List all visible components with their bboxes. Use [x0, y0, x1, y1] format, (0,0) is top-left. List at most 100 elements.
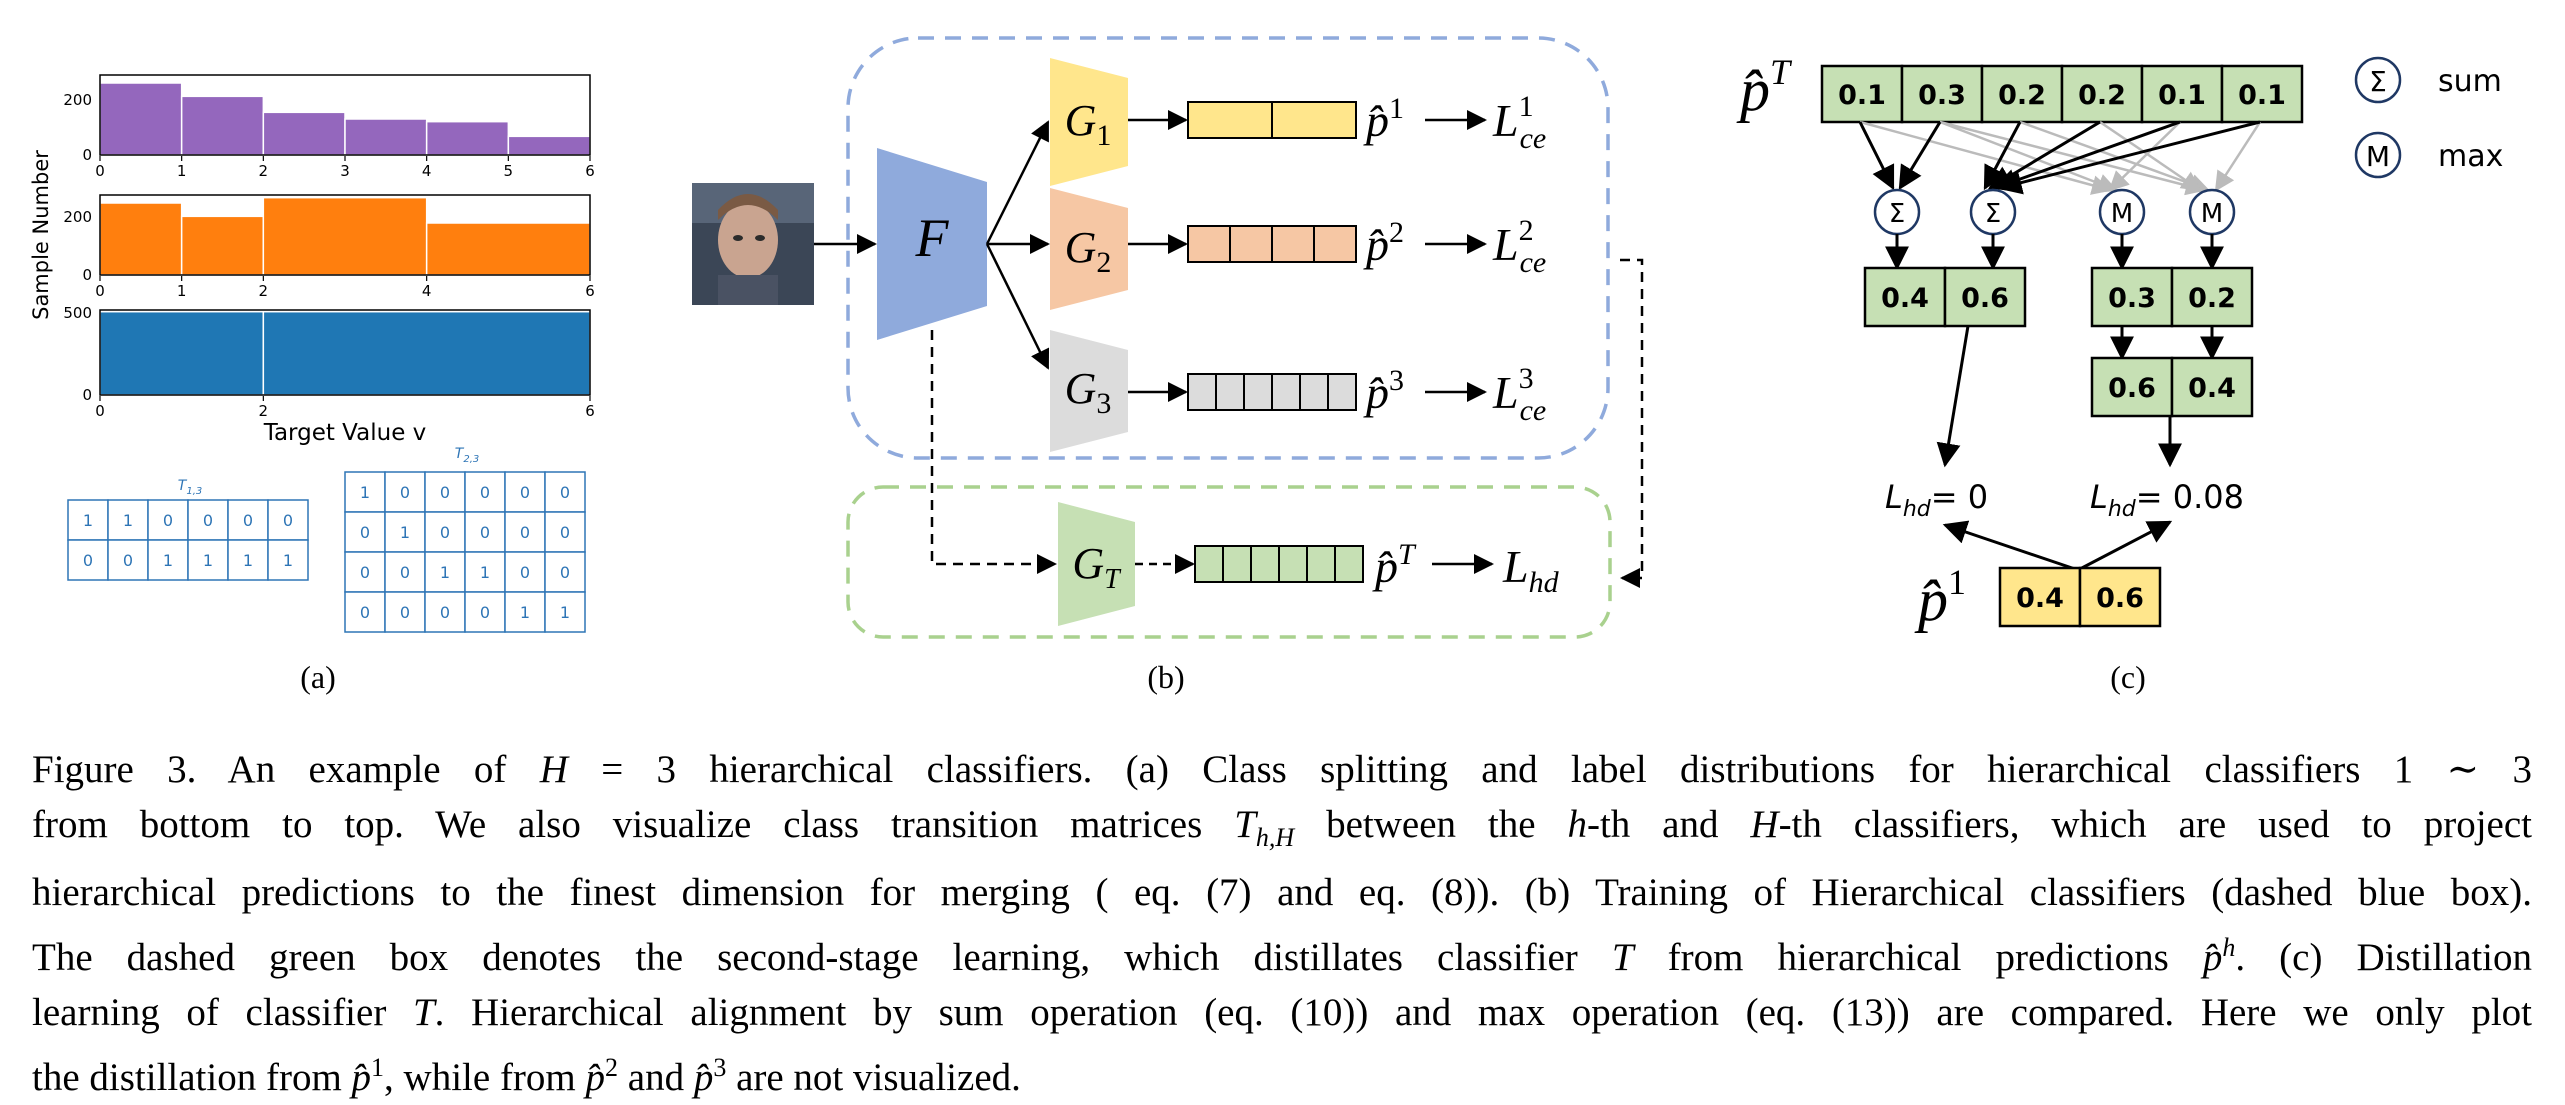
axes-frame-bot: [99, 309, 591, 396]
xtick-label: 6: [585, 282, 595, 300]
axes-frame-top: [99, 74, 591, 156]
figure-caption: Figure 3. An example of H = 3 hierarchic…: [32, 742, 2532, 1105]
matrix-cell: [424, 591, 466, 633]
matrix-value: 0: [560, 483, 570, 502]
matrix-value: 0: [83, 551, 93, 570]
matrix-value: 0: [283, 511, 293, 530]
matrix-value: 0: [480, 523, 490, 542]
sum-node-2-symbol: Σ: [1985, 199, 2001, 229]
pT-cell: [1900, 64, 1984, 124]
p1-value: 0.6: [2096, 583, 2144, 614]
matrix-value: 1: [440, 563, 450, 582]
pT-value: 0.2: [1998, 80, 2046, 111]
backbone-label: F: [915, 208, 950, 268]
pT-label: p̂T: [1736, 52, 1793, 123]
label-a: (a): [300, 659, 336, 695]
caption-l5a: learning of classifier: [32, 990, 413, 1034]
caption-l6d: are not visualized.: [726, 1055, 1021, 1099]
caption-l4c: . (c) Distillation: [2235, 935, 2533, 979]
xtick-label: 6: [585, 162, 595, 180]
max-legend-icon: [2354, 131, 2402, 179]
histogram-bar: [262, 196, 428, 276]
matrix-cell: [187, 539, 229, 581]
pred-p3: p̂3: [1363, 364, 1404, 418]
matrix-cell: [384, 471, 426, 513]
caption-l1b: hierarchical classifiers. (a) Class spli…: [676, 748, 2532, 791]
matrix-value: 0: [440, 523, 450, 542]
histogram-bar: [262, 310, 591, 396]
loss-sum-value: = 0: [1931, 478, 1988, 516]
histogram-level-2: [99, 196, 591, 276]
caption-l2a: from bottom to top. We also visualize cl…: [32, 803, 1235, 846]
caption-line-4: The dashed green box denotes the second-…: [32, 932, 2533, 979]
xtick-label: 5: [504, 162, 514, 180]
pred-p2: p̂2: [1363, 216, 1404, 270]
pT-value: 0.3: [1918, 80, 1966, 111]
xtick-label: 6: [585, 402, 595, 420]
matrix-cell: [464, 551, 506, 593]
caption-l6a: the distillation from: [32, 1055, 352, 1099]
ylabel: Sample Number: [29, 150, 53, 320]
caption-l6b: , while from: [384, 1055, 586, 1099]
histogram-bar: [99, 310, 265, 396]
matrix-cell: [424, 551, 466, 593]
backbone-f: [877, 148, 987, 340]
max-normalized-value: 0.4: [2188, 373, 2236, 404]
xtick-label: 4: [422, 162, 432, 180]
pT-cell: [2060, 64, 2144, 124]
matrix-value: 0: [163, 511, 173, 530]
matrix-value: 1: [283, 551, 293, 570]
histogram-bar: [262, 111, 346, 156]
xtick-label: 2: [259, 282, 269, 300]
matrix-value: 1: [520, 603, 530, 622]
max-legend-text: max: [2438, 139, 2503, 174]
head-g1: [1050, 58, 1128, 186]
histogram-bar: [425, 222, 591, 276]
max-result-value: 0.2: [2188, 283, 2236, 314]
p1-value: 0.4: [2016, 583, 2064, 614]
caption-line-1: Figure 3. An example of H = 3 hierarchic…: [32, 748, 2532, 791]
caption-l4b: from hierarchical predictions: [1633, 935, 2203, 979]
pT-value: 0.1: [1838, 80, 1886, 111]
xtick-label: 0: [95, 402, 105, 420]
histogram-bar: [344, 118, 428, 156]
pT-value: 0.2: [2078, 80, 2126, 111]
histogram-level-3: [99, 82, 591, 156]
caption-line-2: from bottom to top. We also visualize cl…: [32, 803, 2532, 852]
max-node-1-symbol: M: [2111, 199, 2133, 229]
histogram-bar: [99, 82, 183, 156]
xtick-label: 1: [177, 162, 187, 180]
sum-legend-icon: [2354, 56, 2402, 104]
pT-cell: [1980, 64, 2064, 124]
matrix-value: 0: [360, 523, 370, 542]
matrix-value: 0: [400, 563, 410, 582]
caption-l2c: -th and: [1586, 803, 1751, 846]
sum-legend-symbol: Σ: [2369, 65, 2387, 98]
histogram-bar: [99, 202, 183, 276]
prediction-vectors: [1187, 101, 1364, 583]
matrix-cell: [227, 499, 269, 541]
head-g2-label: G2: [1065, 223, 1112, 279]
xtick-label: 2: [259, 402, 269, 420]
matrix-value: 0: [480, 603, 490, 622]
pT-cell: [2220, 64, 2304, 124]
matrix-value: 0: [123, 551, 133, 570]
matrix-cell: [147, 499, 189, 541]
xtick-label: 0: [95, 162, 105, 180]
matrix-value: 1: [480, 563, 490, 582]
max-result-value: 0.3: [2108, 283, 2156, 314]
max-node-2-symbol: M: [2201, 199, 2223, 229]
histogram-bar: [425, 120, 510, 156]
max-legend-symbol: M: [2366, 140, 2390, 173]
matrix-value: 1: [560, 603, 570, 622]
input-image: [692, 183, 814, 305]
caption-l4a: The dashed green box denotes the second-…: [32, 935, 1612, 979]
max-normalized-cell: [2170, 356, 2254, 418]
matrix-value: 0: [520, 483, 530, 502]
matrix-value: 1: [83, 511, 93, 530]
